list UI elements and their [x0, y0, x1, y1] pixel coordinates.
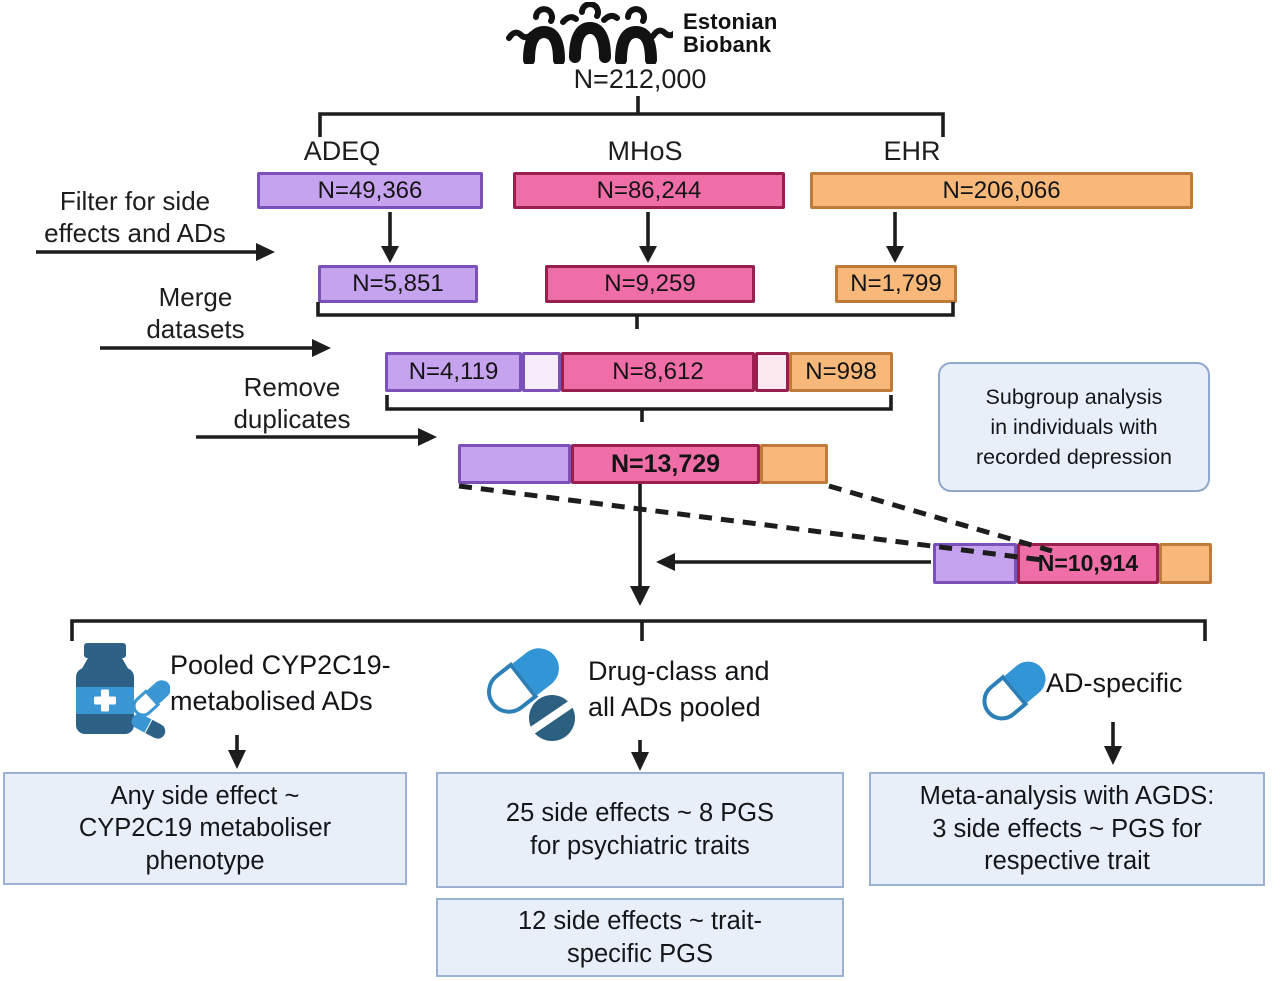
biobank-name: Estonian Biobank: [683, 9, 778, 58]
dedup-purple-segment: [458, 444, 571, 484]
merged-overlap-purple-segment: [522, 352, 561, 392]
merge-bracket-line: [316, 302, 955, 317]
branch-drugclass-label: Drug-class and all ADs pooled: [588, 656, 770, 722]
result-box-pgs-1: 25 side effects ~ 8 PGS for psychiatric …: [436, 772, 844, 888]
merged-ehr-segment: N=998: [789, 352, 893, 392]
adeq-filtered-box: N=5,851: [318, 265, 478, 303]
result-box-meta-analysis: Meta-analysis with AGDS: 3 side effects …: [869, 772, 1265, 886]
capsule-icon: [982, 661, 1046, 721]
step-merge-label: Merge datasets: [146, 282, 245, 344]
merged-overlap-pink-segment: [755, 352, 789, 392]
ehr-filtered-box: N=1,799: [835, 265, 957, 303]
total-n: N=212,000: [573, 64, 707, 94]
subgroup-n-value: N=10,914: [1037, 550, 1139, 576]
subgroup-orange-segment: [1159, 543, 1212, 584]
result-box-cyp2c19: Any side effect ~ CYP2C19 metaboliser ph…: [3, 772, 407, 885]
estonian-biobank-logo-icon: [506, 2, 673, 64]
medicine-bottle-icon: [76, 643, 170, 739]
subgroup-purple-segment: [933, 543, 1017, 584]
step-filter-label: Filter for side effects and ADs: [44, 186, 226, 248]
mhos-n-box: N=86,244: [513, 172, 785, 209]
merged-adeq-segment: N=4,119: [385, 352, 522, 392]
mhos-filtered-box: N=9,259: [545, 265, 755, 303]
dashed-link-right: [828, 483, 1053, 554]
dedup-bracket-line: [385, 395, 893, 411]
capsule-and-pill-icon: [487, 648, 575, 741]
cohort-label-ehr: EHR: [883, 136, 941, 166]
top-bracket-line: [318, 112, 945, 137]
subgroup-note: Subgroup analysis in individuals with re…: [938, 362, 1210, 492]
ehr-n-box: N=206,066: [810, 172, 1193, 209]
dedup-orange-segment: [760, 444, 828, 484]
subgroup-n-box: N=10,914: [1017, 543, 1159, 584]
result-box-pgs-2: 12 side effects ~ trait- specific PGS: [436, 898, 844, 977]
branch-adspecific-label: AD-specific: [1046, 668, 1183, 698]
branch-cyp2c19-label: Pooled CYP2C19- metabolised ADs: [170, 650, 391, 716]
merged-mhos-segment: N=8,612: [561, 352, 755, 392]
analysis-bracket-line: [70, 619, 1207, 641]
adeq-n-box: N=49,366: [257, 172, 483, 209]
cohort-label-adeq: ADEQ: [303, 136, 381, 166]
step-dedup-label: Remove duplicates: [233, 372, 351, 434]
dedup-total-box: N=13,729: [571, 444, 760, 484]
cohort-label-mhos: MHoS: [607, 136, 683, 166]
